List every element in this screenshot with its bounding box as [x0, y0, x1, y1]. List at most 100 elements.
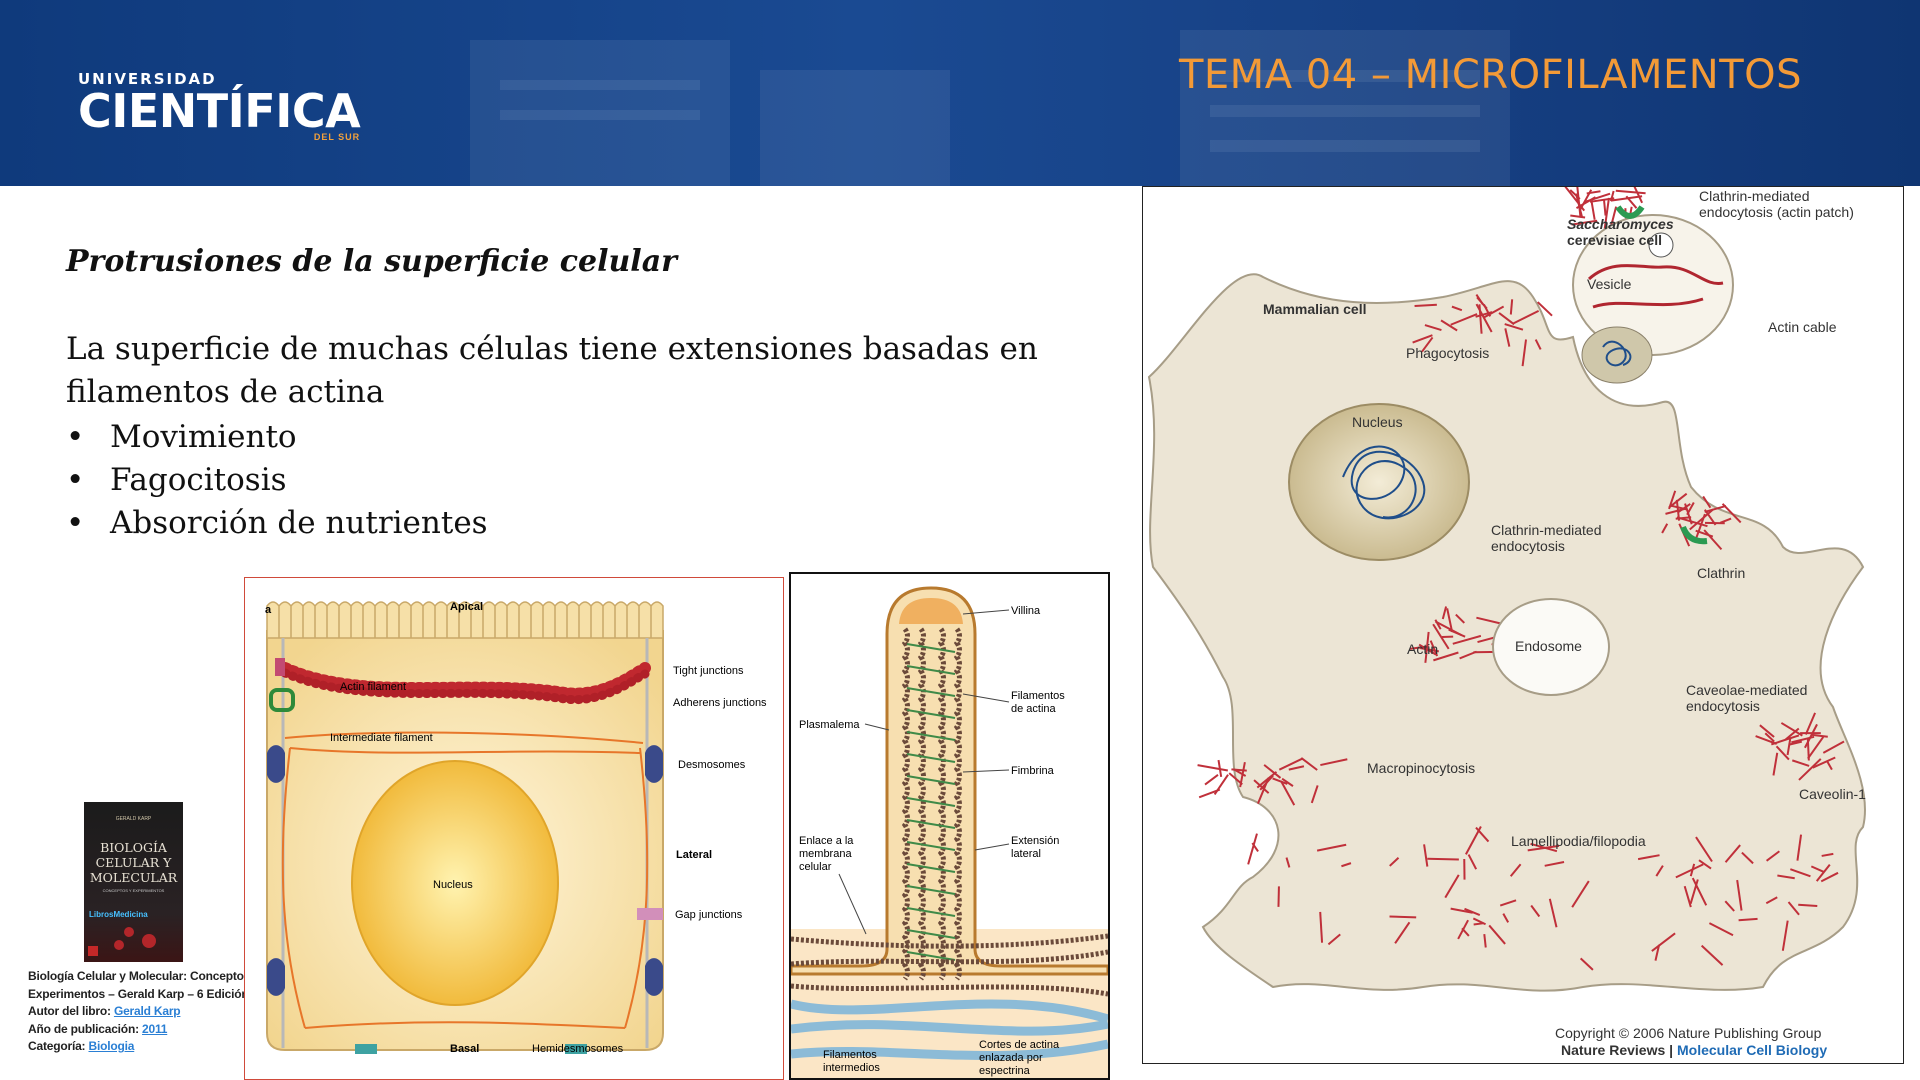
actin-strand [1446, 608, 1454, 633]
actin-strand [1637, 854, 1660, 861]
actin-strand [1310, 785, 1319, 804]
actin-strand [1536, 301, 1553, 317]
actin-strand [1675, 863, 1704, 879]
actin-strand [1689, 508, 1714, 531]
book-author-row: Autor del libro: Gerald Karp [28, 1004, 181, 1018]
actin-strand [1822, 740, 1845, 754]
macropinocytosis-label: Macropinocytosis [1367, 760, 1475, 776]
topic-title: TEMA 04 – MICROFILAMENTOS [1178, 52, 1802, 98]
actin-strand [1424, 324, 1442, 332]
fimbrin-crosslink [906, 731, 956, 741]
clathrin-patch-label: Clathrin-mediated [1699, 188, 1810, 204]
filamentos-label: Filamentos [1011, 690, 1065, 702]
actin-strand [1789, 868, 1811, 878]
actin-strand [1765, 896, 1778, 905]
actin-strand [1651, 932, 1676, 952]
actin-strand [1661, 523, 1669, 534]
actin-strand [1821, 852, 1834, 857]
svg-text:endocytosis (actin patch): endocytosis (actin patch) [1699, 204, 1854, 220]
endocytosis-cell-figure: Clathrin-mediated endocytosis (actin pat… [1142, 186, 1904, 1064]
clathrin-endocytosis-label: Clathrin-mediated [1491, 522, 1602, 538]
year-link[interactable]: 2011 [142, 1021, 168, 1036]
actin-strand [1288, 765, 1305, 771]
fimbrin-crosslink [906, 951, 956, 961]
actin-strand [1736, 879, 1743, 911]
hemidesmosome-icon [355, 1044, 377, 1054]
actin-strand [1247, 833, 1258, 865]
actin-strand [1509, 299, 1514, 315]
intro-text: La superficie de muchas células tiene ex… [66, 331, 1038, 410]
actin-strand [1483, 305, 1505, 319]
svg-text:intermedios: intermedios [823, 1062, 880, 1074]
book-info: Biología Celular y Molecular: Conceptos … [28, 968, 278, 1056]
villin-cap [899, 598, 963, 624]
actin-strand [1512, 310, 1540, 325]
nucleus-label: Nucleus [1352, 414, 1403, 430]
fimbrin-crosslink [906, 885, 956, 895]
actin-strand [1455, 613, 1466, 624]
actin-strand [1394, 921, 1411, 944]
svg-text:endocytosis: endocytosis [1491, 538, 1565, 554]
book-cover-subtitle: CONCEPTOS Y EXPERIMENTOS [102, 888, 165, 893]
actin-strand [1787, 901, 1800, 916]
svg-text:cerevisiae cell: cerevisiae cell [1567, 232, 1662, 248]
journal-credit: Nature Reviews | Molecular Cell Biology [1561, 1042, 1827, 1058]
fimbrin-crosslink [906, 929, 956, 939]
actin-strand [1341, 862, 1352, 868]
nucleus-label: Nucleus [433, 879, 473, 891]
fimbrina-label: Fimbrina [1011, 765, 1055, 777]
actin-strand [1719, 517, 1732, 524]
actin-strand [1810, 865, 1825, 873]
actin-strand [1213, 774, 1229, 795]
endocytosis-cell-diagram: Clathrin-mediated endocytosis (actin pat… [1147, 187, 1866, 1058]
author-link[interactable]: Gerald Karp [113, 1004, 181, 1018]
microvillus-shape [791, 586, 1108, 976]
actin-label: Actin [1407, 641, 1438, 657]
clathrin-pit-icon [1680, 525, 1708, 545]
fimbrin-crosslink [906, 687, 956, 697]
actin-strand [1571, 880, 1590, 908]
panel-letter: a [265, 604, 272, 616]
actin-strand [1764, 732, 1775, 743]
actin-strand [1796, 834, 1803, 861]
actin-strand [1702, 495, 1712, 509]
actin-strand [1777, 874, 1795, 880]
actin-strand [1239, 762, 1246, 788]
actin-bundle [901, 627, 962, 981]
tight-junction-icon [275, 658, 285, 676]
nucleus-shape [351, 760, 559, 1006]
svg-text:lateral: lateral [1011, 848, 1041, 860]
book-cover-title: BIOLOGÍA CELULAR Y MOLECULAR [89, 840, 178, 885]
svg-text:endocytosis: endocytosis [1686, 698, 1760, 714]
actin-strand [1698, 859, 1712, 870]
actin-strand [1320, 758, 1348, 767]
svg-text:celular: celular [799, 861, 832, 873]
actin-strand [1548, 898, 1558, 928]
vesicle-label: Vesicle [1587, 276, 1632, 292]
logo-line1: UNIVERSIDAD [78, 70, 217, 88]
endosome-label: Endosome [1515, 638, 1582, 654]
actin-strand [1603, 197, 1610, 229]
slide-subtitle: Protrusiones de la superficie celular [66, 244, 677, 279]
actin-strand [1467, 854, 1478, 870]
actin-strand [1781, 920, 1789, 951]
actin-strand [1217, 759, 1223, 778]
microvilli [266, 601, 664, 639]
actin-strand [1738, 917, 1758, 922]
actin-strand [1784, 727, 1800, 741]
actin-strand [1475, 311, 1493, 318]
category-link[interactable]: Biologia [88, 1039, 135, 1053]
bullet-list: •Movimiento •Fagocitosis •Absorción de n… [66, 416, 488, 545]
phagocytosis-label: Phagocytosis [1406, 345, 1489, 361]
actin-strand [1478, 304, 1483, 334]
svg-text:espectrina: espectrina [979, 1065, 1031, 1077]
actin-strand [1786, 737, 1792, 756]
fimbrin-crosslink [906, 775, 956, 785]
actin-strand [1759, 724, 1775, 738]
actin-strand [1610, 195, 1643, 202]
actin-strand [1691, 877, 1708, 906]
actin-strand [1700, 944, 1724, 966]
book-category-row: Categoría: Biologia [28, 1039, 135, 1053]
actin-strand [1815, 863, 1831, 882]
actin-strand [1434, 620, 1462, 637]
